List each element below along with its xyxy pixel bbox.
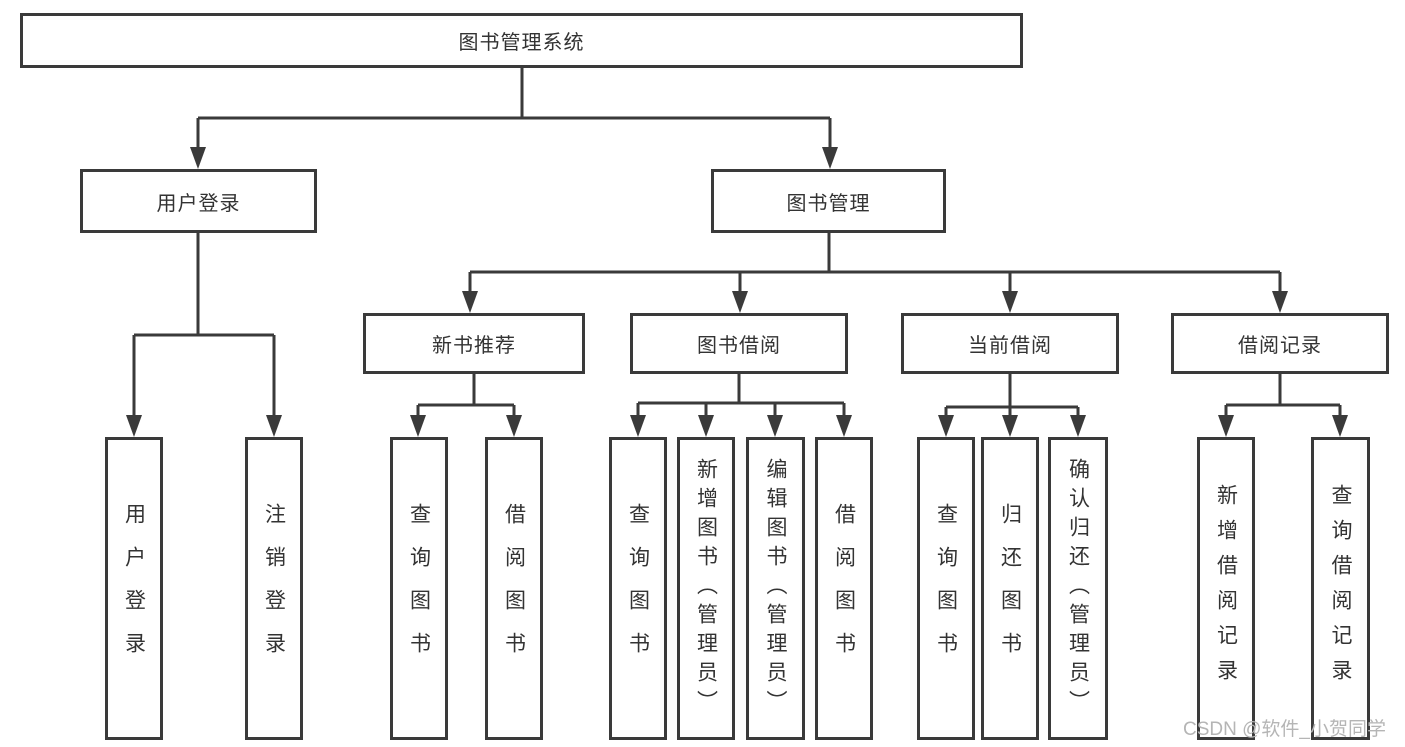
arrow-icon [1070, 415, 1086, 437]
node-borrowing-records: 借阅记录 [1171, 313, 1389, 374]
node-label: 图书管理系统 [458, 32, 585, 54]
node-label: 查询借阅记录 [1329, 483, 1352, 694]
node-library-management-system: 图书管理系统 [20, 13, 1023, 68]
arrow-icon [266, 415, 282, 437]
arrow-icon [1218, 415, 1234, 437]
arrow-icon [1002, 291, 1018, 313]
leaf-current-return-books: 归还图书 [981, 437, 1039, 740]
arrow-icon [732, 291, 748, 313]
node-label: 编辑图书（管理员） [764, 458, 787, 719]
arrow-icon [630, 415, 646, 437]
node-label: 用户登录 [156, 192, 241, 215]
arrow-icon [1002, 415, 1018, 437]
arrow-icon [462, 291, 478, 313]
node-label: 查询图书 [934, 502, 958, 675]
node-label: 借阅记录 [1238, 335, 1322, 357]
node-book-management: 图书管理 [711, 169, 946, 233]
arrow-icon [767, 415, 783, 437]
arrow-icon [506, 415, 522, 437]
node-label: 图书借阅 [697, 335, 781, 357]
node-user-login: 用户登录 [80, 169, 317, 233]
arrow-icon [822, 147, 838, 169]
arrow-icon [1272, 291, 1288, 313]
node-label: 归还图书 [998, 502, 1022, 675]
node-current-borrowing: 当前借阅 [901, 313, 1119, 374]
leaf-recommend-query-books: 查询图书 [390, 437, 448, 740]
node-new-book-recommend: 新书推荐 [363, 313, 585, 374]
leaf-user-login: 用户登录 [105, 437, 163, 740]
leaf-borrowing-borrow-books: 借阅图书 [815, 437, 873, 740]
arrowheads [126, 147, 1348, 437]
node-label: 确认归还（管理员） [1066, 458, 1090, 719]
node-label: 借阅图书 [832, 502, 856, 675]
arrow-icon [190, 147, 206, 169]
node-label: 图书管理 [786, 192, 871, 215]
node-label: 注销登录 [262, 502, 286, 675]
leaf-logout: 注销登录 [245, 437, 303, 740]
csdn-watermark: CSDN @软件_小贺同学 [1183, 719, 1386, 740]
leaf-borrowing-add-books-admin: 新增图书（管理员） [677, 437, 735, 740]
leaf-recommend-borrow-books: 借阅图书 [485, 437, 543, 740]
leaf-current-confirm-return-admin: 确认归还（管理员） [1048, 437, 1108, 740]
arrow-icon [1332, 415, 1348, 437]
leaf-borrowing-query-books: 查询图书 [609, 437, 667, 740]
node-label: 查询图书 [626, 502, 650, 675]
node-label: 借阅图书 [502, 502, 526, 675]
node-label: 新增图书（管理员） [694, 458, 718, 719]
leaf-records-query-record: 查询借阅记录 [1311, 437, 1370, 740]
leaf-current-query-books: 查询图书 [917, 437, 975, 740]
node-label: 当前借阅 [968, 335, 1052, 357]
arrow-icon [126, 415, 142, 437]
node-label: 查询图书 [407, 502, 431, 675]
node-book-borrowing: 图书借阅 [630, 313, 848, 374]
arrow-icon [410, 415, 426, 437]
leaf-records-add-record: 新增借阅记录 [1197, 437, 1255, 740]
arrow-icon [836, 415, 852, 437]
node-label: 用户登录 [122, 502, 146, 675]
arrow-icon [698, 415, 714, 437]
node-label: 新增借阅记录 [1214, 483, 1238, 694]
arrow-icon [938, 415, 954, 437]
leaf-borrowing-edit-books-admin: 编辑图书（管理员） [746, 437, 805, 740]
node-label: 新书推荐 [432, 335, 516, 357]
